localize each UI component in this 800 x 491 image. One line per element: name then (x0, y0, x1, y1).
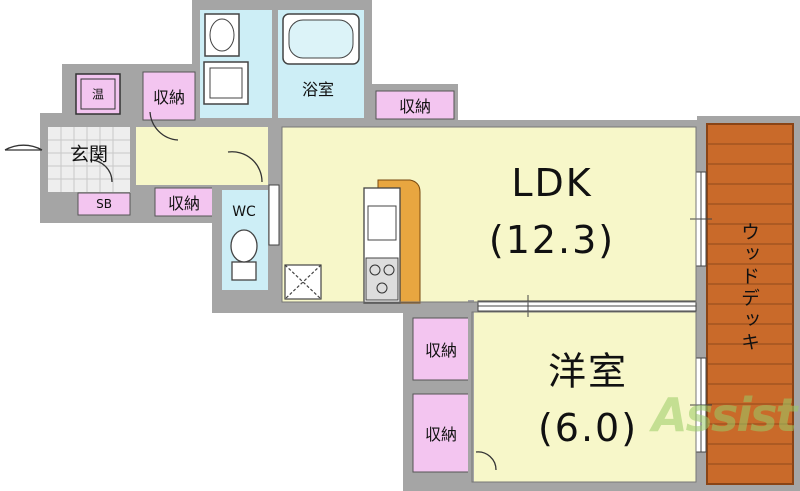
storage-label-top-left: 収納 (152, 88, 186, 107)
kitchen-counter (363, 179, 421, 304)
bathroom-label: 浴室 (301, 80, 335, 99)
room-borders (281, 126, 697, 483)
bathtub (282, 13, 360, 65)
storage-label-western-2: 収納 (424, 425, 458, 444)
sliding-door-ldk-western (477, 295, 697, 317)
refrigerator-space (284, 264, 322, 300)
western-room-size: (6.0) (537, 406, 639, 450)
washbasin (204, 13, 240, 57)
door-swings (4, 111, 497, 471)
door-ldk (268, 184, 280, 246)
wood-deck-label: ウッドデッキ (738, 222, 760, 354)
ldk-size: (12.3) (488, 218, 616, 262)
water-heater-box (75, 73, 121, 115)
wood-deck-boards (706, 123, 794, 485)
storage-boxes (77, 71, 470, 473)
ldk-label: LDK (511, 161, 593, 205)
storage-label-hall: 収納 (167, 194, 201, 213)
watermark-logo: Assist (652, 388, 797, 442)
entrance-label: 玄関 (69, 143, 109, 166)
toilet (230, 229, 258, 281)
wc-label: WC (232, 204, 256, 220)
western-room-floor (472, 312, 696, 482)
storage-label-western-1: 収納 (424, 341, 458, 360)
water-heater-label: 温 (91, 87, 105, 102)
entrance-floor (48, 127, 130, 192)
western-room-label: 洋室 (547, 349, 629, 394)
shoe-box-label: SB (96, 197, 112, 211)
washing-machine-pan (203, 61, 249, 105)
hallway-floor (136, 127, 268, 185)
storage-label-top-right: 収納 (398, 97, 432, 116)
ldk-floor (282, 127, 696, 302)
entrance-tiles (48, 127, 130, 192)
